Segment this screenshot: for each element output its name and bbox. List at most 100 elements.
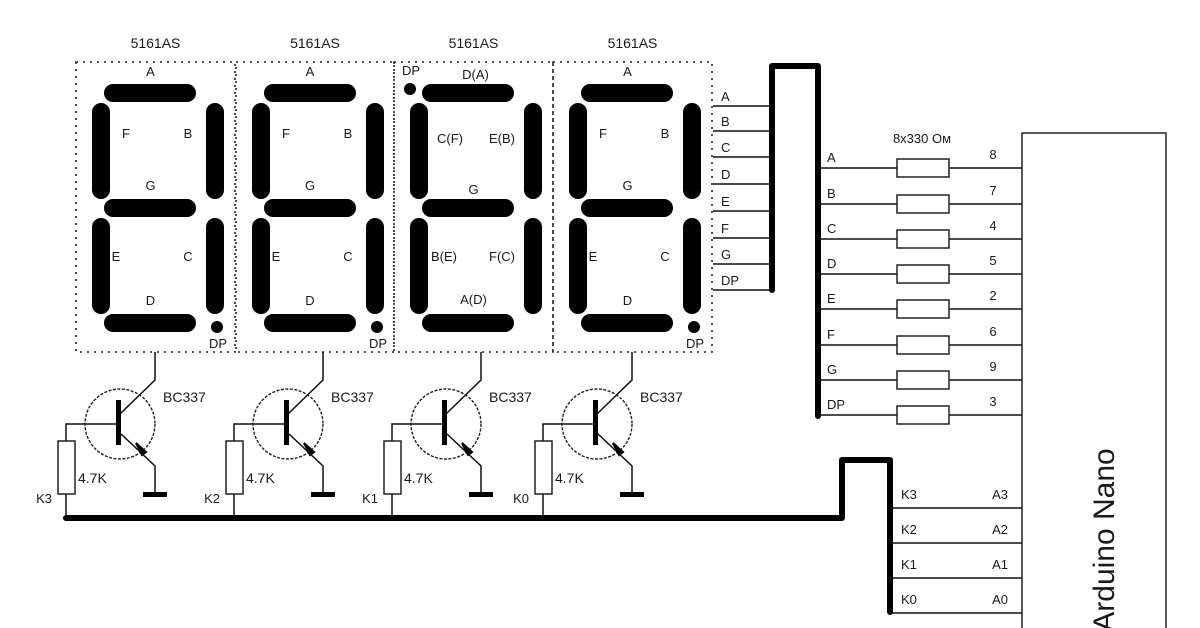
resistor-330-ohm <box>896 405 950 425</box>
segment-label-f: F <box>122 126 130 141</box>
segment-label-e: B(E) <box>431 249 457 264</box>
arduino-pin-label: 5 <box>989 253 996 268</box>
segment-g <box>264 199 356 217</box>
control-net-label: K1 <box>362 491 378 506</box>
resistor-value-label: 4.7K <box>555 470 584 486</box>
ground-symbol-icon <box>143 492 167 497</box>
segment-label-c: C <box>183 249 192 264</box>
segment-b <box>206 103 224 199</box>
collector-lead <box>119 352 156 415</box>
emitter-lead <box>446 433 482 492</box>
segment-label-dp: DP <box>402 63 420 78</box>
base-lead <box>65 423 116 441</box>
segment-b <box>683 103 701 199</box>
segment-label-g: G <box>622 178 632 193</box>
segment-c <box>206 218 224 314</box>
control-net-label: K3 <box>901 487 917 502</box>
segment-e <box>410 218 428 314</box>
arduino-pin-label: A2 <box>992 522 1008 537</box>
segment-label-b: B <box>344 126 353 141</box>
emitter-lead <box>597 433 633 492</box>
segment-net-label: E <box>827 291 836 306</box>
decimal-point-dot <box>211 321 223 333</box>
segment-label-b: E(B) <box>489 131 515 146</box>
segment-label-a: A <box>623 64 632 79</box>
segment-c <box>524 218 542 314</box>
display-model-label: 5161AS <box>608 35 658 51</box>
control-net-label: K3 <box>36 491 52 506</box>
segment-label-g: G <box>145 178 155 193</box>
segment-label-f: F <box>599 126 607 141</box>
display-bus-label: D <box>721 167 730 182</box>
segment-net-label: G <box>827 362 837 377</box>
control-net-label: K2 <box>204 491 220 506</box>
resistor-value-label: 4.7K <box>404 470 433 486</box>
segment-label-f: F <box>282 126 290 141</box>
segment-label-e: E <box>272 249 281 264</box>
segment-e <box>252 218 270 314</box>
segment-label-b: B <box>184 126 193 141</box>
segment-label-b: B <box>661 126 670 141</box>
collector-lead <box>445 352 482 415</box>
display-bus-label: A <box>721 89 730 104</box>
transistor-model-label: BC337 <box>331 389 374 405</box>
segment-label-a: A <box>146 64 155 79</box>
resistor-value-label: 4.7K <box>246 470 275 486</box>
segment-net-label: B <box>827 186 836 201</box>
control-net-label: K2 <box>901 522 917 537</box>
display-model-label: 5161AS <box>131 35 181 51</box>
transistors-group: BC3374.7KK3BC3374.7KK2BC3374.7KK1BC3374.… <box>36 352 683 518</box>
segment-label-a: A <box>306 64 315 79</box>
emitter-arrow-icon <box>303 442 316 457</box>
transistor-base-bar <box>442 400 447 445</box>
ground-symbol-icon <box>620 492 644 497</box>
resistor-330-ohm <box>896 264 950 284</box>
display-model-label: 5161AS <box>449 35 499 51</box>
segment-label-e: E <box>112 249 121 264</box>
decimal-point-dot <box>371 321 383 333</box>
segment-f <box>252 103 270 199</box>
arduino-pin-label: 7 <box>989 183 996 198</box>
arduino-nano-label: Arduino Nano <box>1088 448 1121 628</box>
decimal-point-dot <box>404 83 416 95</box>
transistor-base-bar <box>284 400 289 445</box>
segment-g <box>104 199 196 217</box>
segment-c <box>683 218 701 314</box>
segment-label-f: C(F) <box>437 131 463 146</box>
segment-e <box>569 218 587 314</box>
base-lead <box>542 423 593 441</box>
display-bus-label: E <box>721 194 730 209</box>
segment-label-dp: DP <box>686 336 704 351</box>
arduino-pin-label: 3 <box>989 394 996 409</box>
emitter-lead <box>120 433 156 492</box>
resistor-330-ohm <box>896 158 950 178</box>
segment-net-label: D <box>827 256 836 271</box>
segment-d <box>104 314 196 332</box>
segment-net-label: C <box>827 221 836 236</box>
control-net-label: K1 <box>901 557 917 572</box>
arduino-pin-label: A0 <box>992 592 1008 607</box>
resistor-330-ohm <box>896 299 950 319</box>
display-bus-label: DP <box>721 273 739 288</box>
segment-label-c: C <box>660 249 669 264</box>
segment-label-d: D <box>305 293 314 308</box>
collector-lead <box>596 352 633 415</box>
emitter-arrow-icon <box>461 442 474 457</box>
segment-label-c: F(C) <box>489 249 515 264</box>
arduino-pin-label: 4 <box>989 218 996 233</box>
display-bus-label: G <box>721 247 731 262</box>
segment-label-a: D(A) <box>462 67 489 82</box>
